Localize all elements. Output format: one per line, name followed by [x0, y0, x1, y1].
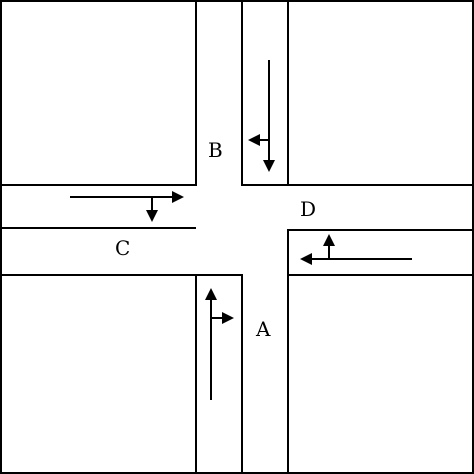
movement-arrows	[70, 60, 412, 400]
label-c: C	[115, 236, 130, 260]
label-a: A	[255, 317, 271, 341]
se-curb	[287, 274, 474, 474]
nw-curb	[0, 0, 197, 186]
ne-curb	[287, 0, 474, 186]
sw-curb	[0, 274, 197, 474]
north-median	[241, 0, 288, 186]
label-b: B	[208, 138, 223, 162]
east-median	[287, 229, 474, 275]
south-median	[196, 274, 243, 474]
label-d: D	[300, 197, 316, 221]
